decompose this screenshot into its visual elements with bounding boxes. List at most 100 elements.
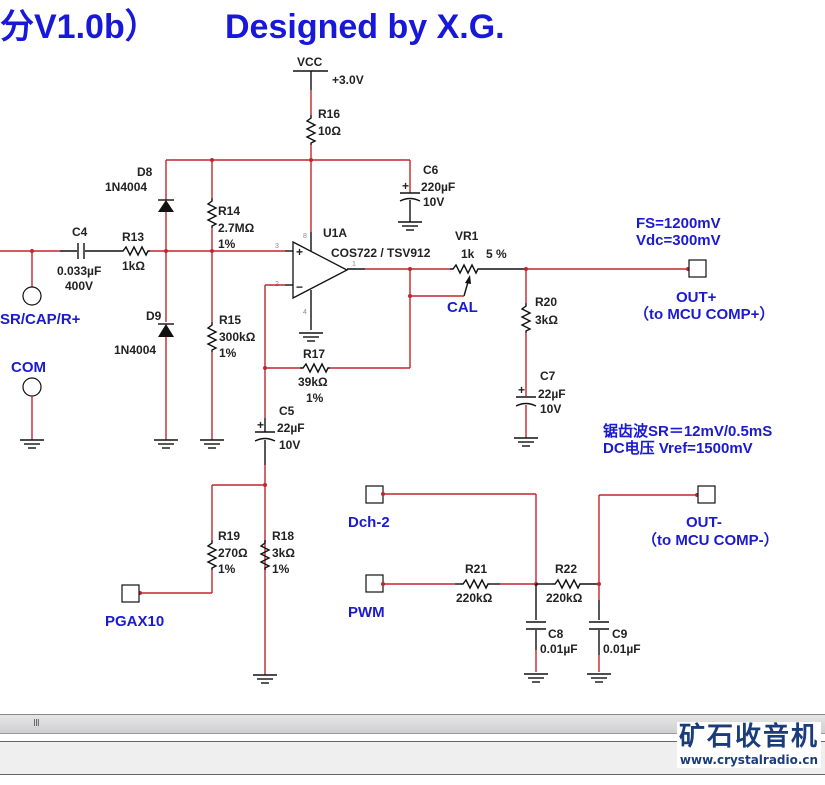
com-probe-terminal[interactable] [22, 377, 42, 397]
r19-ref: R19 [218, 529, 240, 543]
note-dc: DC电压 Vref=1500mV [603, 439, 753, 457]
r20-value: 3kΩ [535, 313, 558, 327]
r22-resistor [551, 579, 583, 589]
vr1-potentiometer[interactable] [449, 264, 481, 274]
svg-text:+: + [257, 418, 264, 432]
c7-rating: 10V [540, 402, 561, 416]
r18-tol: 1% [272, 562, 290, 576]
r15-ref: R15 [219, 313, 241, 327]
r20-resistor [521, 302, 531, 334]
opamp-plus: + [296, 245, 303, 259]
u1-pin3: 3 [275, 243, 279, 250]
r21-ref: R21 [465, 562, 487, 576]
u1a-opamp [292, 240, 349, 300]
scrollbar-grip[interactable]: III [33, 718, 40, 729]
note-vdc: Vdc=300mV [636, 232, 721, 249]
d8-ref: D8 [137, 165, 153, 179]
r21-value: 220kΩ [456, 591, 493, 605]
d9-ref: D9 [146, 309, 162, 323]
schematic-canvas: 分V1.0b） Designed by X.G. VCC +3.0V R16 1… [0, 7, 779, 684]
r17-resistor [299, 363, 331, 373]
r14-tol: 1% [218, 237, 236, 251]
c9-ref: C9 [612, 627, 628, 641]
c5-value: 22µF [277, 421, 305, 435]
opamp-minus: − [296, 280, 303, 294]
pwm-terminal[interactable] [365, 574, 384, 593]
r16-value: 10Ω [318, 124, 341, 138]
c8-value: 0.01µF [540, 642, 578, 656]
vr1-value: 1k [461, 247, 475, 261]
watermark-logo: 矿石收音机 www.crystalradio.cn [676, 722, 821, 768]
pgax10-terminal[interactable] [121, 584, 140, 603]
port-dch2-label: Dch-2 [348, 514, 390, 531]
title-version: 分V1.0b） [0, 7, 159, 46]
r15-tol: 1% [219, 346, 237, 360]
out-plus-terminal[interactable] [688, 259, 707, 278]
d9-part: 1N4004 [114, 343, 156, 357]
watermark-name: 矿石收音机 [678, 722, 819, 752]
vcc-label: VCC [297, 55, 323, 69]
c4-value: 0.033µF [57, 264, 101, 278]
input-probe-terminal[interactable] [22, 286, 42, 306]
watermark-url: www.crystalradio.cn [679, 753, 819, 767]
c4-ref: C4 [72, 225, 88, 239]
r17-value: 39kΩ [298, 375, 328, 389]
port-pwm-label: PWM [348, 604, 385, 621]
dch2-terminal[interactable] [365, 485, 384, 504]
r14-resistor [207, 197, 217, 229]
r15-resistor [207, 321, 217, 353]
r19-value: 270Ω [218, 546, 248, 560]
c8-ref: C8 [548, 627, 564, 641]
vcc-voltage: +3.0V [332, 73, 364, 87]
c5-rating: 10V [279, 438, 300, 452]
c7-ref: C7 [540, 369, 556, 383]
r20-ref: R20 [535, 295, 557, 309]
r16-resistor [306, 114, 316, 146]
c6-rating: 10V [423, 195, 444, 209]
r15-value: 300kΩ [219, 330, 256, 344]
port-out-plus-note: （to MCU COMP+） [634, 305, 774, 323]
c7-value: 22µF [538, 387, 566, 401]
r13-resistor [119, 246, 151, 256]
r18-value: 3kΩ [272, 546, 295, 560]
port-out-plus-label: OUT+ [676, 289, 717, 306]
port-input-label: SR/CAP/R+ [0, 311, 81, 328]
out-minus-terminal[interactable] [697, 485, 716, 504]
r18-ref: R18 [272, 529, 294, 543]
r19-tol: 1% [218, 562, 236, 576]
u1-pin4: 4 [303, 309, 307, 316]
r21-resistor [459, 579, 491, 589]
cal-label: CAL [447, 299, 478, 316]
u1a-ref: U1A [323, 226, 347, 240]
r19-resistor [207, 539, 217, 571]
r14-ref: R14 [218, 204, 240, 218]
u1a-part: COS722 / TSV912 [331, 246, 431, 260]
port-com-label: COM [11, 359, 46, 376]
d9-diode [158, 324, 174, 337]
c5-ref: C5 [279, 404, 295, 418]
u1-pin8: 8 [303, 233, 307, 240]
c6-plus: + [402, 179, 409, 193]
d8-diode [158, 200, 174, 212]
vr1-ref: VR1 [455, 229, 479, 243]
c6-ref: C6 [423, 163, 439, 177]
r22-ref: R22 [555, 562, 577, 576]
r17-ref: R17 [303, 347, 325, 361]
r16-ref: R16 [318, 107, 340, 121]
r13-ref: R13 [122, 230, 144, 244]
r22-value: 220kΩ [546, 591, 583, 605]
note-fs: FS=1200mV [636, 215, 721, 232]
horizontal-scrollbar[interactable]: III [0, 714, 825, 734]
port-out-minus-note: （to MCU COMP-） [642, 531, 779, 549]
r13-value: 1kΩ [122, 259, 145, 273]
c4-rating: 400V [65, 279, 93, 293]
c6-value: 220µF [421, 180, 455, 194]
title-designer: Designed by X.G. [225, 8, 505, 46]
d8-part: 1N4004 [105, 180, 147, 194]
port-pgax10-label: PGAX10 [105, 613, 164, 630]
port-out-minus-label: OUT- [686, 514, 722, 531]
r14-value: 2.7MΩ [218, 221, 255, 235]
vr1-tol: 5 % [486, 247, 507, 261]
note-sawtooth: 锯齿波SR＝12mV/0.5mS [603, 422, 772, 440]
r17-tol: 1% [306, 391, 324, 405]
